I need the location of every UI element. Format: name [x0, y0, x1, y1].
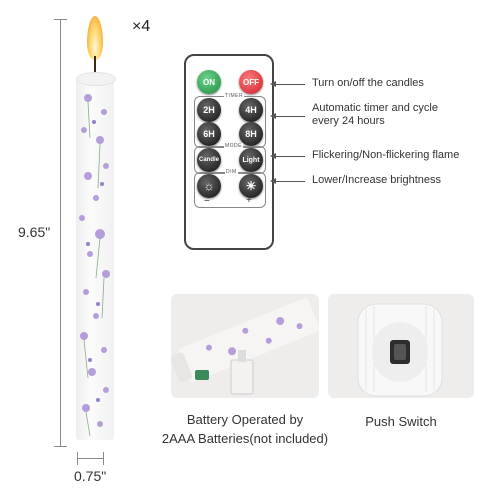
flame-icon	[87, 16, 103, 60]
remote-control: ON OFF TIMER 2H 4H 6H 8H MODE Candle Lig…	[184, 54, 274, 250]
battery-photo	[171, 294, 319, 398]
switch-photo	[328, 294, 474, 398]
timer-8h-button[interactable]: 8H	[239, 122, 263, 146]
switch-caption: Push Switch	[365, 414, 437, 429]
off-button[interactable]: OFF	[239, 70, 263, 94]
minus-sign: −	[204, 196, 210, 207]
height-dimension-cap-top	[54, 19, 67, 20]
wick	[94, 56, 96, 74]
candle-mode-button[interactable]: Candle	[197, 148, 221, 172]
battery-illustration	[171, 298, 319, 395]
callout-arrow-mode	[270, 153, 305, 159]
timer-6h-button[interactable]: 6H	[197, 122, 221, 146]
timer-2h-button[interactable]: 2H	[197, 98, 221, 122]
dim-label: DIM	[225, 169, 238, 175]
brightness-up-button[interactable]: ☀	[239, 174, 263, 198]
callout-mode: Flickering/Non-flickering flame	[312, 149, 460, 161]
callout-dim: Lower/Increase brightness	[312, 174, 442, 186]
sun-icon: ☼	[203, 179, 215, 193]
callout-arrow-timer	[270, 113, 305, 119]
candle-top	[76, 72, 116, 86]
callout-arrow-onoff	[270, 81, 305, 87]
brightness-down-button[interactable]: ☼	[197, 174, 221, 198]
width-dimension-cap-right	[103, 452, 104, 465]
callout-timer: Automatic timer and cycle every 24 hours	[312, 102, 438, 127]
on-button[interactable]: ON	[197, 70, 221, 94]
timer-4h-button[interactable]: 4H	[239, 98, 263, 122]
height-dimension-line	[60, 19, 61, 447]
timer-label: TIMER	[224, 93, 245, 99]
width-label: 0.75"	[74, 468, 107, 484]
width-dimension-line	[77, 458, 103, 459]
callout-onoff: Turn on/off the candles	[312, 77, 424, 89]
candle-image	[76, 78, 114, 440]
height-label: 9.65"	[18, 224, 51, 240]
floral-pattern	[79, 94, 110, 437]
switch-illustration	[357, 303, 443, 397]
callout-arrow-dim	[270, 178, 305, 184]
mode-label: MODE	[224, 143, 243, 149]
height-dimension-cap-bottom	[54, 446, 67, 447]
plus-sign: +	[246, 195, 252, 206]
light-mode-button[interactable]: Light	[239, 148, 263, 172]
battery-caption: Battery Operated by 2AAA Batteries(not i…	[161, 412, 329, 446]
candle-count: ×4	[132, 18, 151, 35]
sun-icon: ☀	[245, 179, 257, 193]
